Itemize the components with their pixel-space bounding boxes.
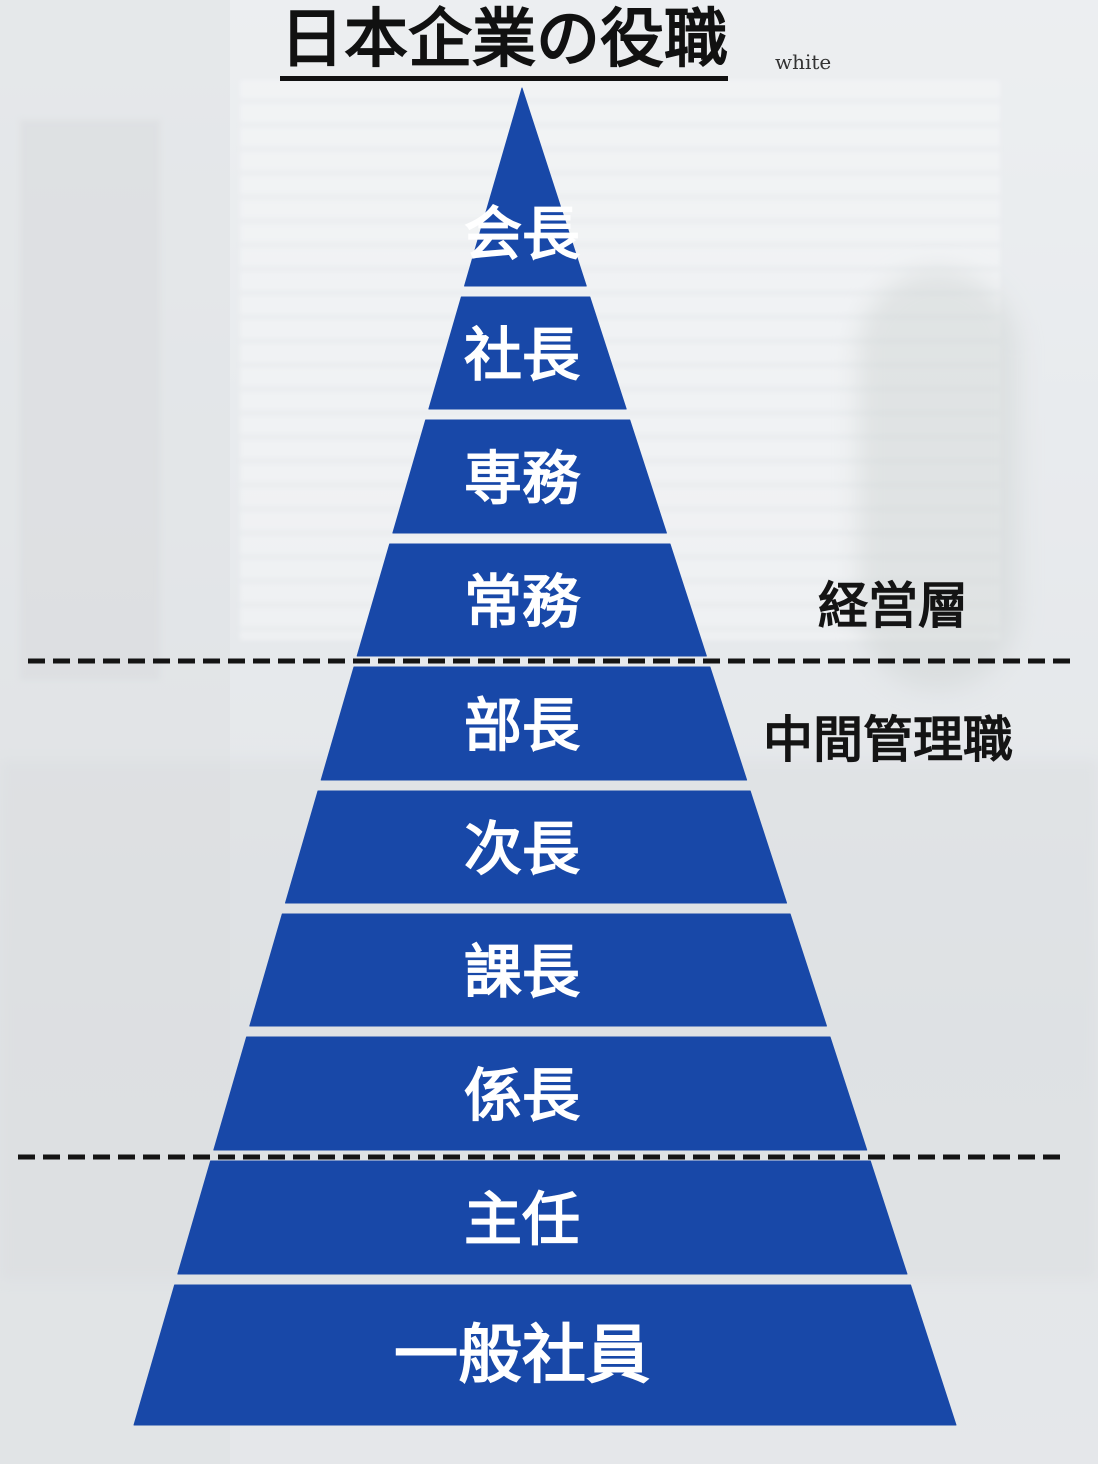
layer-label-middle-management: 中間管理職 (763, 710, 1013, 769)
rank-label: 係長 (464, 1062, 581, 1130)
rank-label: 主任 (464, 1186, 580, 1254)
pyramid-tier (284, 790, 788, 904)
pyramid-tier (464, 87, 587, 287)
layer-dividers (18, 658, 1076, 1160)
pyramid-tier (356, 543, 707, 657)
pyramid-tier (320, 666, 748, 781)
rank-label: 次長 (464, 815, 581, 883)
pyramid-tier (428, 296, 627, 410)
rank-label: 社長 (464, 321, 581, 389)
pyramid-tier (133, 1284, 957, 1426)
rank-label: 会長 (464, 200, 581, 268)
rank-label: 課長 (464, 938, 581, 1006)
pyramid-tier (392, 419, 667, 534)
brand-mark: white (775, 50, 832, 74)
rank-label: 常務 (464, 568, 581, 636)
layer-label-executive: 経営層 (818, 576, 968, 635)
rank-label: 専務 (464, 445, 581, 513)
rank-label: 部長 (464, 692, 581, 760)
rank-label: 一般社員 (394, 1318, 650, 1393)
page-title: 日本企業の役職 (280, 4, 728, 81)
pyramid-tier (177, 1160, 908, 1275)
pyramid-tier (213, 1036, 868, 1151)
pyramid-tier (249, 913, 827, 1027)
